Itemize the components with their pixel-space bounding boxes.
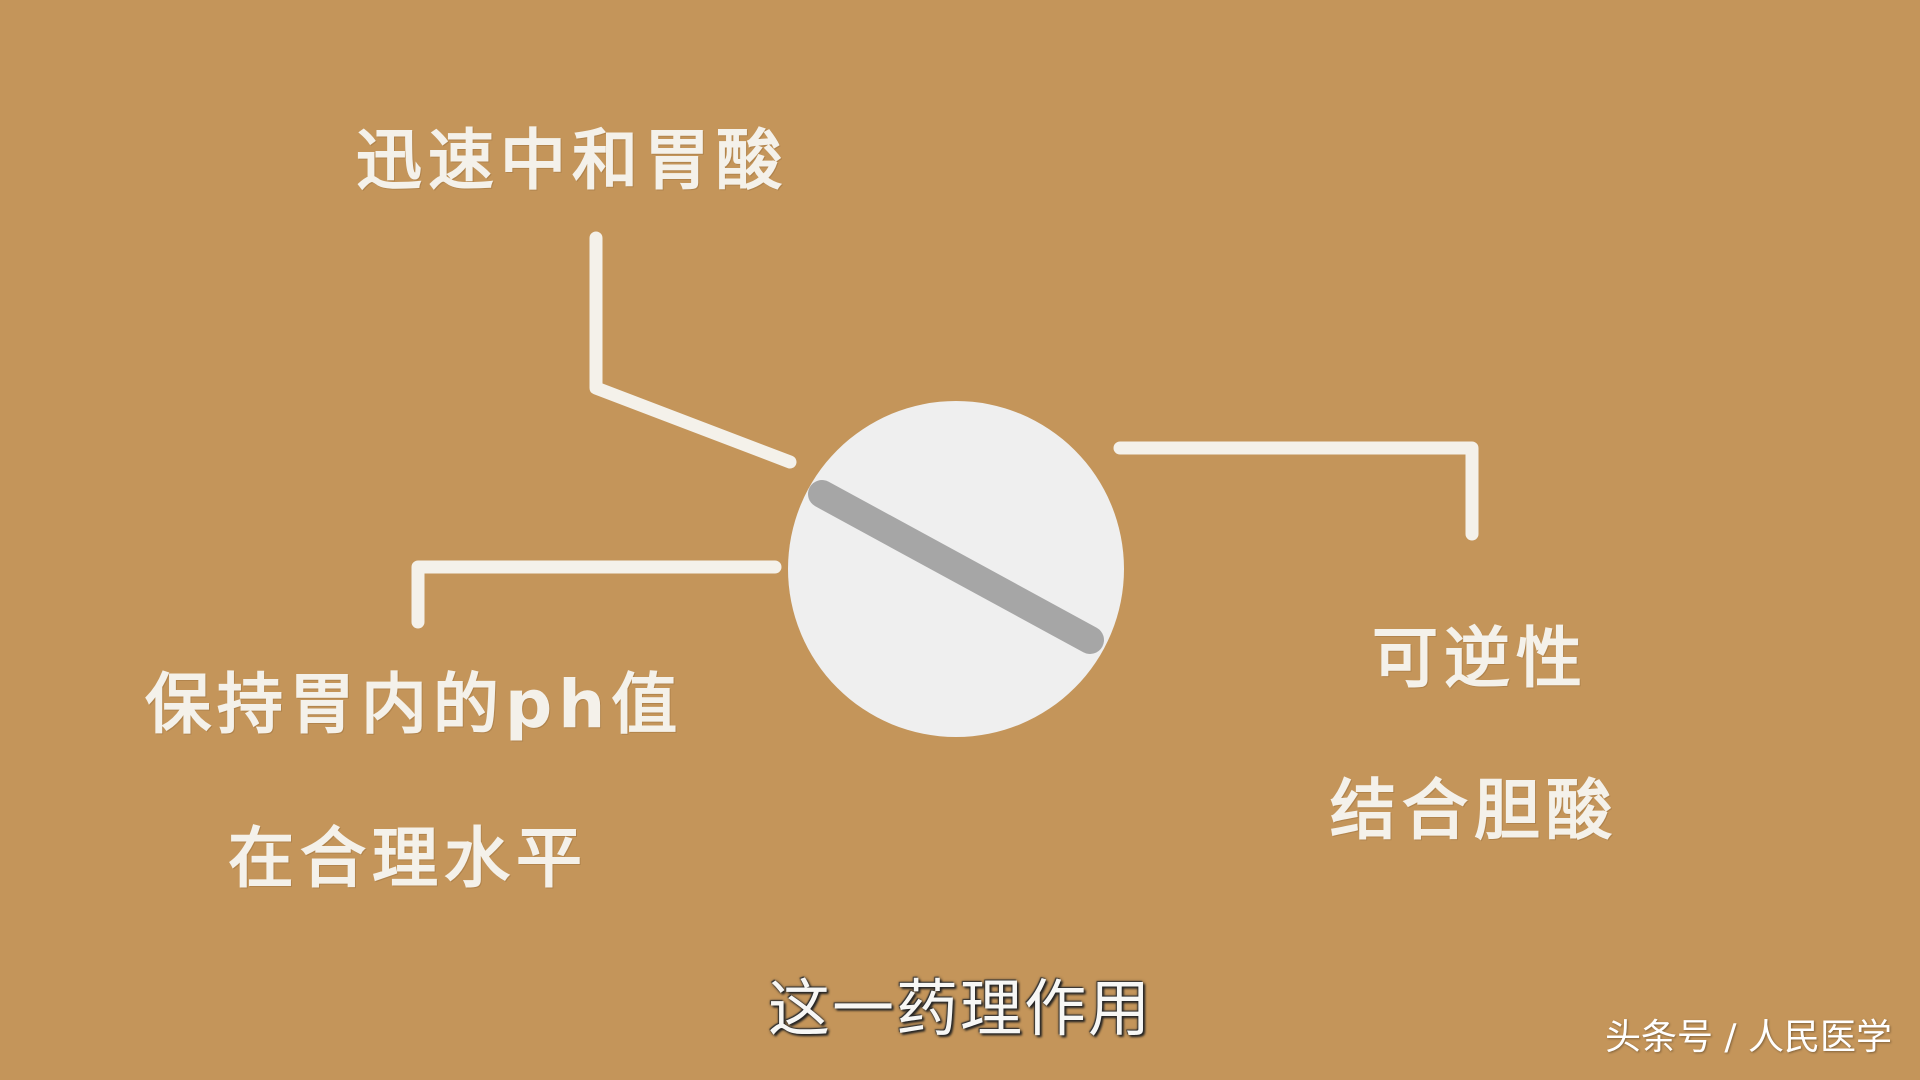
label-reversible: 可逆性 [1372, 620, 1588, 697]
tablet-pill-icon [788, 401, 1124, 737]
label-reasonable-level: 在合理水平 [228, 820, 588, 897]
connector-top [589, 231, 797, 469]
video-subtitle: 这一药理作用 [767, 972, 1152, 1045]
label-maintain-ph: 保持胃内的ph值 [145, 666, 684, 743]
watermark: 头条号 / 人民医学 [1604, 1017, 1892, 1058]
connector-right [1113, 441, 1479, 541]
label-neutralize-acid: 迅速中和胃酸 [356, 122, 788, 199]
connector-left [411, 560, 782, 629]
label-bind-bile-acid: 结合胆酸 [1330, 772, 1618, 849]
